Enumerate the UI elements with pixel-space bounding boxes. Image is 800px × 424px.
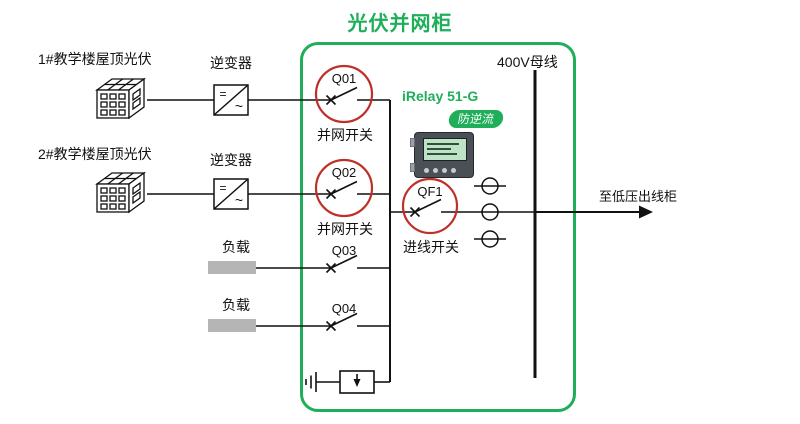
switch-id-q02: Q02 <box>331 165 357 180</box>
svg-text:~: ~ <box>235 192 243 208</box>
switch-caption-qf1: 进线开关 <box>403 239 459 255</box>
arrow-head <box>639 205 653 219</box>
current-transformers <box>474 177 506 248</box>
svg-text:=: = <box>219 181 226 195</box>
device-mount-ear-top <box>410 138 415 147</box>
load-1-label: 负载 <box>222 239 250 255</box>
irelay-device <box>410 132 474 178</box>
switch-q04 <box>325 312 358 332</box>
inverter-1-label: 逆变器 <box>210 55 252 71</box>
device-screen <box>423 138 467 161</box>
breaker-qf1-circle <box>401 177 459 235</box>
device-buttons <box>424 168 456 173</box>
switch-q01 <box>325 86 358 106</box>
ct-middle <box>481 203 499 221</box>
diagram-title: 光伏并网柜 <box>347 13 453 35</box>
device-button <box>424 168 429 173</box>
load-2-label: 负载 <box>222 297 250 313</box>
load-2-block <box>208 319 256 332</box>
breaker-q02-circle <box>314 158 374 218</box>
switch-q03 <box>325 254 358 274</box>
source-2-label: 2#教学楼屋顶光伏 <box>38 146 152 162</box>
relay-model-label: iRelay 51-G <box>402 88 479 104</box>
ct-top <box>481 177 499 195</box>
load-1-block <box>208 261 256 274</box>
svg-text:=: = <box>219 87 226 101</box>
device-mount-ear-bottom <box>410 163 415 172</box>
switch-id-q03: Q03 <box>331 243 357 258</box>
switch-id-qf1: QF1 <box>417 184 443 199</box>
building-2-icon <box>96 172 145 213</box>
building-1-icon <box>96 78 145 119</box>
ground-branch <box>305 370 390 394</box>
switch-caption-q02: 并网开关 <box>317 221 373 237</box>
busbar-label: 400V母线 <box>497 54 558 70</box>
device-button <box>451 168 456 173</box>
outgoing-label: 至低压出线柜 <box>599 189 678 204</box>
inverter-2-label: 逆变器 <box>210 152 252 168</box>
switch-caption-q01: 并网开关 <box>317 127 373 143</box>
device-button <box>433 168 438 173</box>
cabinet-outline <box>300 42 576 412</box>
screen-line <box>427 148 451 150</box>
arrester-arrow <box>353 379 361 387</box>
source-1-label: 1#教学楼屋顶光伏 <box>38 51 152 67</box>
inverter-1-icon: = ~ <box>213 84 249 116</box>
breaker-q01-circle <box>314 64 374 124</box>
switch-q02 <box>325 180 358 200</box>
outgoing-arrow <box>536 205 653 219</box>
switch-qf1 <box>409 198 442 218</box>
device-button <box>442 168 447 173</box>
breaker-circles <box>314 64 459 235</box>
inverter-2-icon: = ~ <box>213 178 249 210</box>
anti-backflow-badge: 防逆流 <box>447 110 505 128</box>
switch-id-q04: Q04 <box>331 301 357 316</box>
screen-line <box>427 153 457 155</box>
svg-text:~: ~ <box>235 98 243 114</box>
screen-line <box>427 143 459 145</box>
switch-id-q01: Q01 <box>331 71 357 86</box>
ct-bottom <box>481 230 499 248</box>
